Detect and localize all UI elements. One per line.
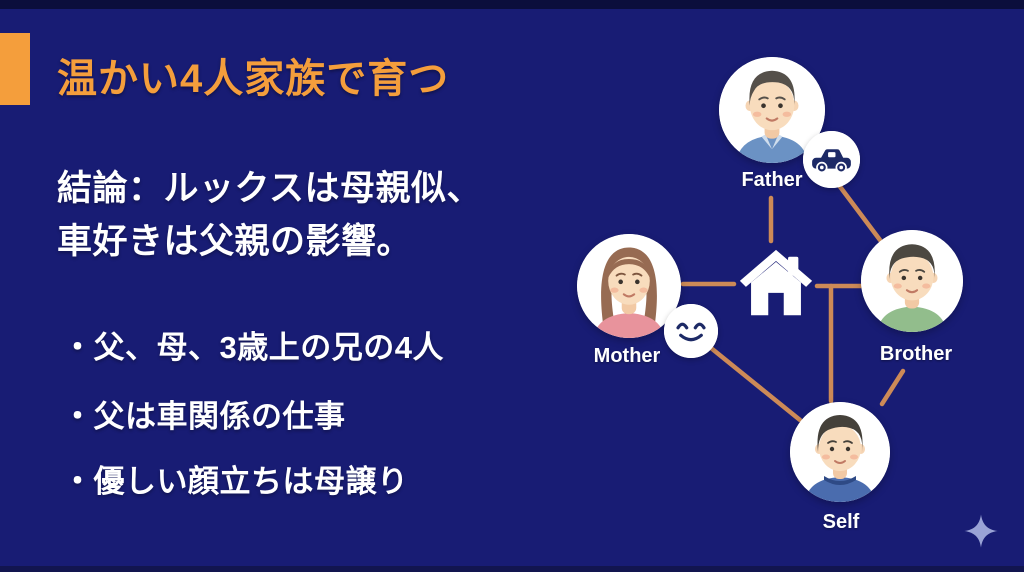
father-label: Father (741, 169, 803, 191)
self-label: Self (822, 511, 860, 533)
slide-title: 温かい4人家族で育つ (57, 57, 450, 101)
line-car-brother (835, 181, 883, 243)
car-icon (803, 131, 860, 188)
bullet-item: ・優しい顔立ちは母譲り (62, 464, 409, 499)
mother-avatar (577, 234, 681, 338)
line-brother-self (879, 368, 906, 407)
conclusion-text: 結論：ルックスは母親似、 車好きは父親の影響。 (57, 162, 482, 268)
house-icon (730, 243, 822, 329)
conclusion-line-1: 結論：ルックスは母親似、 (57, 169, 482, 208)
top-letterbox-band (0, 0, 1024, 9)
self-avatar (790, 402, 890, 502)
brother-label: Brother (879, 343, 953, 365)
mother-label: Mother (593, 345, 661, 367)
title-accent-bar (0, 33, 30, 105)
bullet-item: ・父は車関係の仕事 (62, 399, 346, 434)
conclusion-line-2: 車好きは父親の影響。 (57, 222, 413, 261)
smiley-icon (664, 304, 718, 358)
bullet-item: ・父、母、3歳上の兄の4人 (62, 330, 444, 365)
brother-avatar (861, 230, 963, 332)
line-smiley-self (708, 345, 803, 423)
bottom-letterbox-band (0, 566, 1024, 572)
father-avatar (719, 57, 825, 163)
sparkle-icon (963, 510, 999, 552)
